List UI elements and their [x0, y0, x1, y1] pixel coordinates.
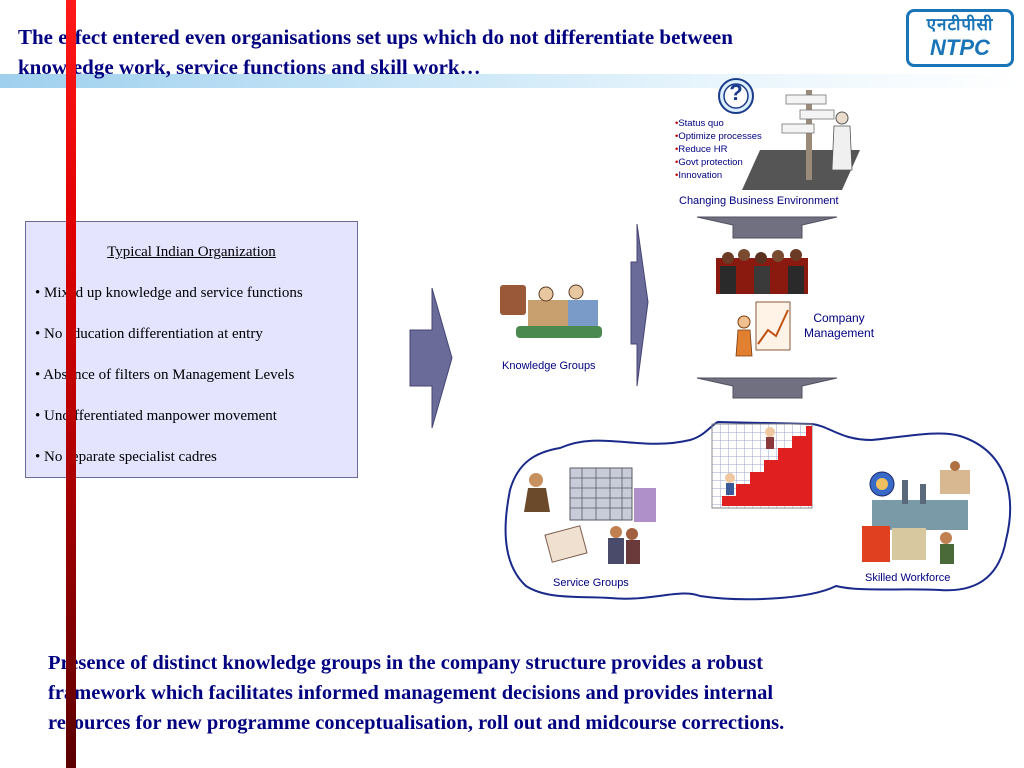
summary-line-3: resources for new programme conceptualis…	[48, 712, 785, 734]
company-management-label: Company Management	[804, 311, 875, 340]
right-arrow-narrow	[630, 223, 649, 387]
ntpc-logo-latin: NTPC	[930, 35, 990, 60]
org-item: • Mixed up knowledge and service functio…	[35, 285, 303, 301]
environment-bullet: •Optimize processes	[675, 131, 762, 142]
environment-bullet: •Status quo	[675, 118, 724, 129]
changing-environment-label: Changing Business Environment	[679, 195, 839, 207]
staircase-growth-icon	[711, 423, 813, 509]
ntpc-logo: एनटीपीसी NTPC	[906, 9, 1014, 67]
vertical-accent-bar	[66, 0, 76, 768]
question-mark-glyph: ?	[729, 80, 743, 105]
right-arrow-large	[409, 287, 453, 429]
skilled-workforce-label: Skilled Workforce	[865, 572, 951, 584]
signpost-icon	[742, 90, 860, 190]
environment-bullet: •Govt protection	[675, 157, 743, 168]
heading-line-2: knowledge work, service functions and sk…	[18, 55, 481, 79]
business-people-icon	[716, 249, 808, 294]
growth-chart-icon	[735, 301, 791, 357]
environment-bullet-list: •Status quo •Optimize processes •Reduce …	[675, 117, 762, 182]
knowledge-groups-label: Knowledge Groups	[502, 360, 596, 372]
environment-bullet: •Reduce HR	[675, 144, 728, 155]
summary-line-2: framework which facilitates informed man…	[48, 682, 774, 704]
ntpc-logo-hindi: एनटीपीसी	[926, 15, 994, 35]
org-item: • No separate specialist cadres	[35, 449, 217, 465]
summary-paragraph: Presence of distinct knowledge groups in…	[48, 648, 1008, 738]
org-item: • Absence of filters on Management Level…	[35, 367, 295, 383]
skilled-workforce-icon	[862, 461, 970, 564]
knowledge-groups-icon	[500, 284, 602, 338]
down-arrow-top	[696, 216, 838, 239]
org-box-title: Typical Indian Organization	[107, 244, 276, 260]
org-item: • Undifferentiated manpower movement	[35, 408, 277, 424]
heading-line-1: The effect entered even organisations se…	[18, 25, 733, 49]
slide-heading: The effect entered even organisations se…	[18, 22, 918, 82]
service-groups-icon	[524, 467, 656, 564]
service-groups-label: Service Groups	[553, 577, 629, 589]
header-gradient-band	[0, 74, 1024, 88]
typical-organization-box: Typical Indian Organization • Mixed up k…	[25, 221, 358, 478]
summary-line-1: Presence of distinct knowledge groups in…	[48, 652, 764, 674]
question-sign-icon	[718, 78, 754, 114]
environment-bullet: •Innovation	[675, 170, 723, 181]
down-arrow-bottom	[696, 377, 838, 399]
org-item: • No education differentiation at entry	[35, 326, 263, 342]
